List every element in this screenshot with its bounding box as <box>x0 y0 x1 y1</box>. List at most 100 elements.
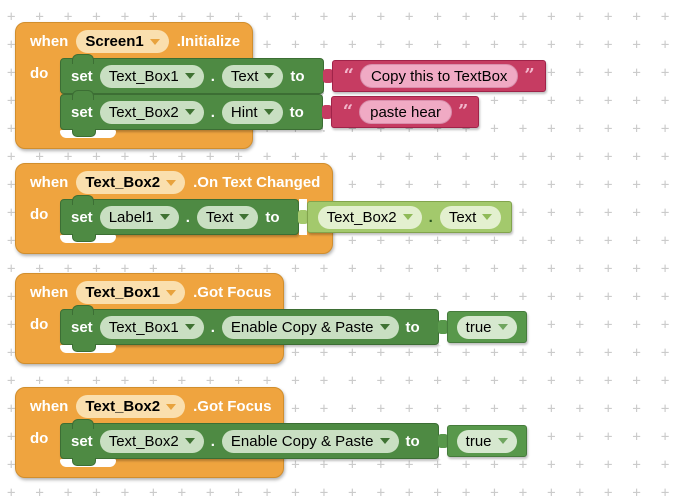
property-dropdown[interactable]: Hint <box>221 100 283 124</box>
dot-label: . <box>428 208 433 226</box>
component-dropdown[interactable]: Text_Box2 <box>76 171 186 194</box>
dropdown-arrow-icon <box>482 214 493 220</box>
getter-block[interactable]: Text_Box2 . Text <box>306 201 513 233</box>
to-label: to <box>405 318 420 336</box>
dropdown-arrow-icon <box>239 214 250 220</box>
property-dropdown-label: Enable Copy & Paste <box>230 432 374 450</box>
set-block[interactable]: set Text_Box1 . Enable Copy & Paste to <box>60 305 439 345</box>
string-input[interactable]: Copy this to TextBox <box>359 64 519 88</box>
property-dropdown-label: Text <box>205 208 234 226</box>
when-label: when <box>30 33 69 50</box>
event-block-textbox2-ontextchanged[interactable]: when Text_Box2 .On Text Changed do set L… <box>15 163 513 254</box>
string-input[interactable]: paste hear <box>359 100 453 124</box>
component-dropdown-label: Text_Box2 <box>85 398 161 415</box>
component-dropdown-label: Text_Box2 <box>85 174 161 191</box>
dropdown-arrow-icon <box>264 73 275 79</box>
event-block-screen1-initialize[interactable]: when Screen1 .Initialize do set Text_Box… <box>15 22 546 149</box>
dropdown-arrow-icon <box>184 324 195 330</box>
event-name-label: .On Text Changed <box>193 174 321 191</box>
close-quote: ” <box>458 101 469 122</box>
component-dropdown[interactable]: Label1 <box>99 205 179 229</box>
event-name-label: .Got Focus <box>193 284 272 301</box>
event-block-textbox2-gotfocus[interactable]: when Text_Box2 .Got Focus do set Text_Bo… <box>15 387 527 478</box>
dropdown-arrow-icon <box>497 324 508 330</box>
property-dropdown[interactable]: Enable Copy & Paste <box>221 429 399 453</box>
set-label: set <box>71 208 93 226</box>
open-quote: “ <box>343 65 354 86</box>
event-header: when Screen1 .Initialize <box>16 23 252 58</box>
set-label: set <box>71 103 93 121</box>
to-label: to <box>265 208 280 226</box>
property-dropdown[interactable]: Text <box>196 205 259 229</box>
do-label: do <box>30 316 49 333</box>
component-dropdown-label: Label1 <box>108 208 154 226</box>
statement-slot-end <box>60 458 116 467</box>
boolean-dropdown[interactable]: true <box>456 315 517 339</box>
event-block-textbox1-gotfocus[interactable]: when Text_Box1 .Got Focus do set Text_Bo… <box>15 273 527 364</box>
statement-slot-end <box>60 344 116 353</box>
value-socket <box>297 199 308 235</box>
component-dropdown[interactable]: Text_Box2 <box>99 100 204 124</box>
to-label: to <box>289 103 304 121</box>
component-dropdown[interactable]: Text_Box1 <box>99 315 204 339</box>
statement-slot-end <box>60 129 116 138</box>
component-dropdown-label: Text_Box2 <box>108 432 179 450</box>
boolean-block[interactable]: true <box>446 311 527 343</box>
when-label: when <box>30 284 69 301</box>
property-dropdown[interactable]: Enable Copy & Paste <box>221 315 399 339</box>
property-dropdown[interactable]: Text <box>439 205 502 229</box>
set-block[interactable]: set Text_Box2 . Enable Copy & Paste to <box>60 419 439 459</box>
property-dropdown[interactable]: Text <box>221 64 284 88</box>
component-dropdown-label: Text_Box1 <box>108 67 179 85</box>
component-dropdown[interactable]: Screen1 <box>76 30 169 53</box>
statement-row: set Label1 . Text to <box>60 195 513 235</box>
close-quote: ” <box>524 65 535 86</box>
component-dropdown-label: Text_Box1 <box>85 284 161 301</box>
boolean-block[interactable]: true <box>446 425 527 457</box>
dropdown-arrow-icon <box>184 73 195 79</box>
open-quote: “ <box>342 101 354 122</box>
value-socket <box>321 94 332 130</box>
statement-row: set Text_Box1 . Text to <box>60 54 546 94</box>
component-dropdown[interactable]: Text_Box2 <box>76 395 186 418</box>
component-dropdown-label: Text_Box2 <box>326 208 397 226</box>
component-dropdown[interactable]: Text_Box2 <box>317 205 422 229</box>
grid-row: ++++++++++++++++++++++++ <box>7 373 683 389</box>
event-header: when Text_Box2 .Got Focus <box>16 388 283 423</box>
value-socket <box>437 309 448 345</box>
property-dropdown-label: Hint <box>230 103 258 121</box>
string-block[interactable]: “ paste hear ” <box>330 96 480 128</box>
component-dropdown[interactable]: Text_Box1 <box>99 64 204 88</box>
set-label: set <box>71 318 93 336</box>
value-socket <box>322 58 333 94</box>
dot-label: . <box>210 103 215 121</box>
event-header: when Text_Box1 .Got Focus <box>16 274 283 309</box>
dropdown-arrow-icon <box>497 438 508 444</box>
boolean-dropdown[interactable]: true <box>456 429 517 453</box>
grid-row: ++++++++++++++++++++++++ <box>7 485 683 500</box>
statement-row: set Text_Box2 . Enable Copy & Paste to <box>60 419 527 459</box>
to-label: to <box>405 432 420 450</box>
set-block[interactable]: set Text_Box2 . Hint to <box>60 90 323 130</box>
property-dropdown-label: Text <box>448 208 477 226</box>
component-dropdown[interactable]: Text_Box1 <box>76 281 186 304</box>
dropdown-arrow-icon <box>166 179 177 186</box>
value-socket <box>437 423 448 459</box>
dot-label: . <box>210 67 215 85</box>
component-dropdown[interactable]: Text_Box2 <box>99 429 204 453</box>
set-block[interactable]: set Text_Box1 . Text to <box>60 54 324 94</box>
to-label: to <box>290 67 305 85</box>
component-dropdown-label: Text_Box1 <box>108 318 179 336</box>
do-label: do <box>30 206 49 223</box>
statement-slot-end <box>60 234 116 243</box>
dropdown-arrow-icon <box>184 109 195 115</box>
component-dropdown-label: Screen1 <box>85 33 144 50</box>
do-label: do <box>30 65 49 82</box>
grid-row: ++++++++++++++++++++++++ <box>7 149 683 165</box>
boolean-dropdown-label: true <box>465 432 492 450</box>
statement-row: set Text_Box1 . Enable Copy & Paste to <box>60 305 527 345</box>
set-block[interactable]: set Label1 . Text to <box>60 195 299 235</box>
string-block[interactable]: “ Copy this to TextBox ” <box>331 60 546 92</box>
dropdown-arrow-icon <box>184 438 195 444</box>
